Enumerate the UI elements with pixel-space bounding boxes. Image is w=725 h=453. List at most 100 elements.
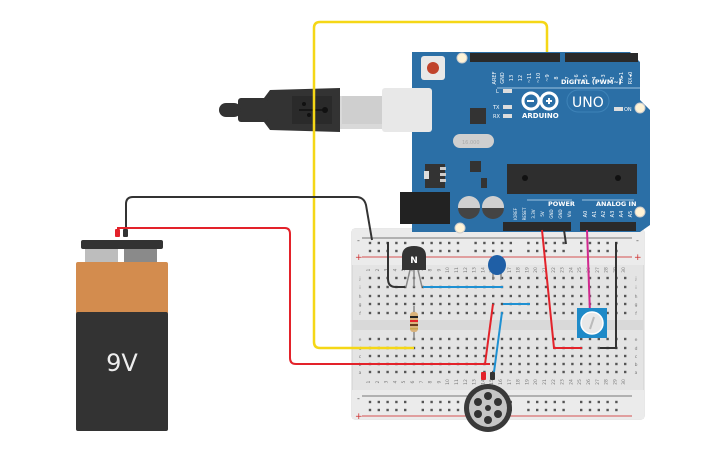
- breadboard-hole[interactable]: [456, 311, 460, 315]
- breadboard-hole[interactable]: [624, 370, 627, 374]
- rail-hole[interactable]: [456, 408, 460, 412]
- breadboard-hole[interactable]: [500, 276, 504, 280]
- rail-hole[interactable]: [439, 408, 442, 412]
- breadboard-hole[interactable]: [439, 294, 442, 298]
- breadboard-hole[interactable]: [430, 311, 433, 315]
- breadboard-hole[interactable]: [404, 354, 407, 358]
- breadboard-hole[interactable]: [509, 311, 512, 315]
- breadboard-hole[interactable]: [386, 354, 389, 358]
- breadboard-hole[interactable]: [395, 354, 398, 358]
- breadboard-hole[interactable]: [580, 354, 583, 358]
- breadboard-hole[interactable]: [588, 354, 592, 358]
- rail-hole[interactable]: [544, 400, 548, 404]
- breadboard-hole[interactable]: [606, 276, 609, 280]
- breadboard-hole[interactable]: [430, 370, 433, 374]
- rail-hole[interactable]: [588, 408, 592, 412]
- wire-red-5v[interactable]: [541, 229, 582, 349]
- breadboard-hole[interactable]: [518, 276, 521, 280]
- breadboard-hole[interactable]: [606, 294, 609, 298]
- breadboard-hole[interactable]: [580, 337, 583, 341]
- breadboard-hole[interactable]: [580, 294, 583, 298]
- breadboard-hole[interactable]: [386, 294, 389, 298]
- rail-hole[interactable]: [536, 249, 539, 253]
- rail-hole[interactable]: [492, 249, 495, 253]
- breadboard-hole[interactable]: [377, 276, 380, 280]
- wire-blue-diagonal[interactable]: [493, 311, 503, 373]
- breadboard-hole[interactable]: [588, 276, 592, 280]
- breadboard-hole[interactable]: [439, 346, 442, 350]
- rail-hole[interactable]: [580, 400, 583, 404]
- rail-hole[interactable]: [483, 241, 486, 245]
- breadboard-hole[interactable]: [580, 285, 583, 289]
- breadboard-hole[interactable]: [430, 276, 433, 280]
- breadboard-hole[interactable]: [544, 285, 548, 289]
- piezo-buzzer-icon[interactable]: [464, 372, 512, 432]
- breadboard-hole[interactable]: [544, 294, 548, 298]
- rail-hole[interactable]: [580, 408, 583, 412]
- breadboard-hole[interactable]: [571, 362, 574, 366]
- breadboard-hole[interactable]: [439, 370, 442, 374]
- breadboard-hole[interactable]: [404, 337, 407, 341]
- rail-hole[interactable]: [456, 241, 460, 245]
- rail-hole[interactable]: [553, 241, 556, 245]
- breadboard-hole[interactable]: [536, 362, 539, 366]
- breadboard-hole[interactable]: [465, 311, 468, 315]
- breadboard-hole[interactable]: [483, 294, 486, 298]
- breadboard-hole[interactable]: [421, 311, 424, 315]
- breadboard-hole[interactable]: [553, 354, 556, 358]
- breadboard-hole[interactable]: [624, 354, 627, 358]
- rail-hole[interactable]: [404, 400, 407, 404]
- breadboard-hole[interactable]: [571, 276, 574, 280]
- breadboard-hole[interactable]: [421, 346, 424, 350]
- breadboard-hole[interactable]: [509, 354, 512, 358]
- rail-hole[interactable]: [553, 400, 556, 404]
- breadboard-hole[interactable]: [448, 311, 451, 315]
- breadboard-hole[interactable]: [588, 346, 592, 350]
- breadboard-hole[interactable]: [483, 302, 486, 306]
- breadboard-hole[interactable]: [571, 337, 574, 341]
- rail-hole[interactable]: [588, 249, 592, 253]
- breadboard-hole[interactable]: [395, 276, 398, 280]
- rail-hole[interactable]: [606, 408, 609, 412]
- breadboard-hole[interactable]: [465, 294, 468, 298]
- breadboard-hole[interactable]: [527, 362, 530, 366]
- rail-hole[interactable]: [588, 400, 592, 404]
- potentiometer[interactable]: [577, 308, 607, 338]
- rail-hole[interactable]: [588, 241, 592, 245]
- breadboard-hole[interactable]: [624, 311, 627, 315]
- breadboard-hole[interactable]: [448, 276, 451, 280]
- breadboard-hole[interactable]: [439, 337, 442, 341]
- breadboard-hole[interactable]: [492, 346, 495, 350]
- breadboard-hole[interactable]: [527, 311, 530, 315]
- breadboard-hole[interactable]: [624, 337, 627, 341]
- rail-hole[interactable]: [395, 249, 398, 253]
- breadboard-hole[interactable]: [421, 337, 424, 341]
- breadboard-hole[interactable]: [624, 302, 627, 306]
- breadboard-hole[interactable]: [395, 337, 398, 341]
- breadboard-hole[interactable]: [553, 311, 556, 315]
- breadboard-hole[interactable]: [474, 354, 477, 358]
- breadboard-hole[interactable]: [527, 337, 530, 341]
- breadboard-hole[interactable]: [474, 346, 477, 350]
- rail-hole[interactable]: [421, 400, 424, 404]
- breadboard-hole[interactable]: [544, 362, 548, 366]
- breadboard-hole[interactable]: [518, 346, 521, 350]
- breadboard-hole[interactable]: [544, 370, 548, 374]
- breadboard-hole[interactable]: [368, 311, 372, 315]
- rail-hole[interactable]: [377, 408, 380, 412]
- breadboard-hole[interactable]: [518, 362, 521, 366]
- breadboard-hole[interactable]: [430, 337, 433, 341]
- rail-hole[interactable]: [439, 249, 442, 253]
- rail-hole[interactable]: [615, 408, 618, 412]
- breadboard-hole[interactable]: [483, 354, 486, 358]
- rail-hole[interactable]: [430, 400, 433, 404]
- rail-hole[interactable]: [562, 408, 565, 412]
- breadboard-hole[interactable]: [483, 346, 486, 350]
- breadboard-hole[interactable]: [474, 276, 477, 280]
- rail-hole[interactable]: [536, 241, 539, 245]
- rail-hole[interactable]: [606, 400, 609, 404]
- rail-hole[interactable]: [606, 249, 609, 253]
- breadboard-hole[interactable]: [500, 362, 504, 366]
- breadboard-hole[interactable]: [509, 346, 512, 350]
